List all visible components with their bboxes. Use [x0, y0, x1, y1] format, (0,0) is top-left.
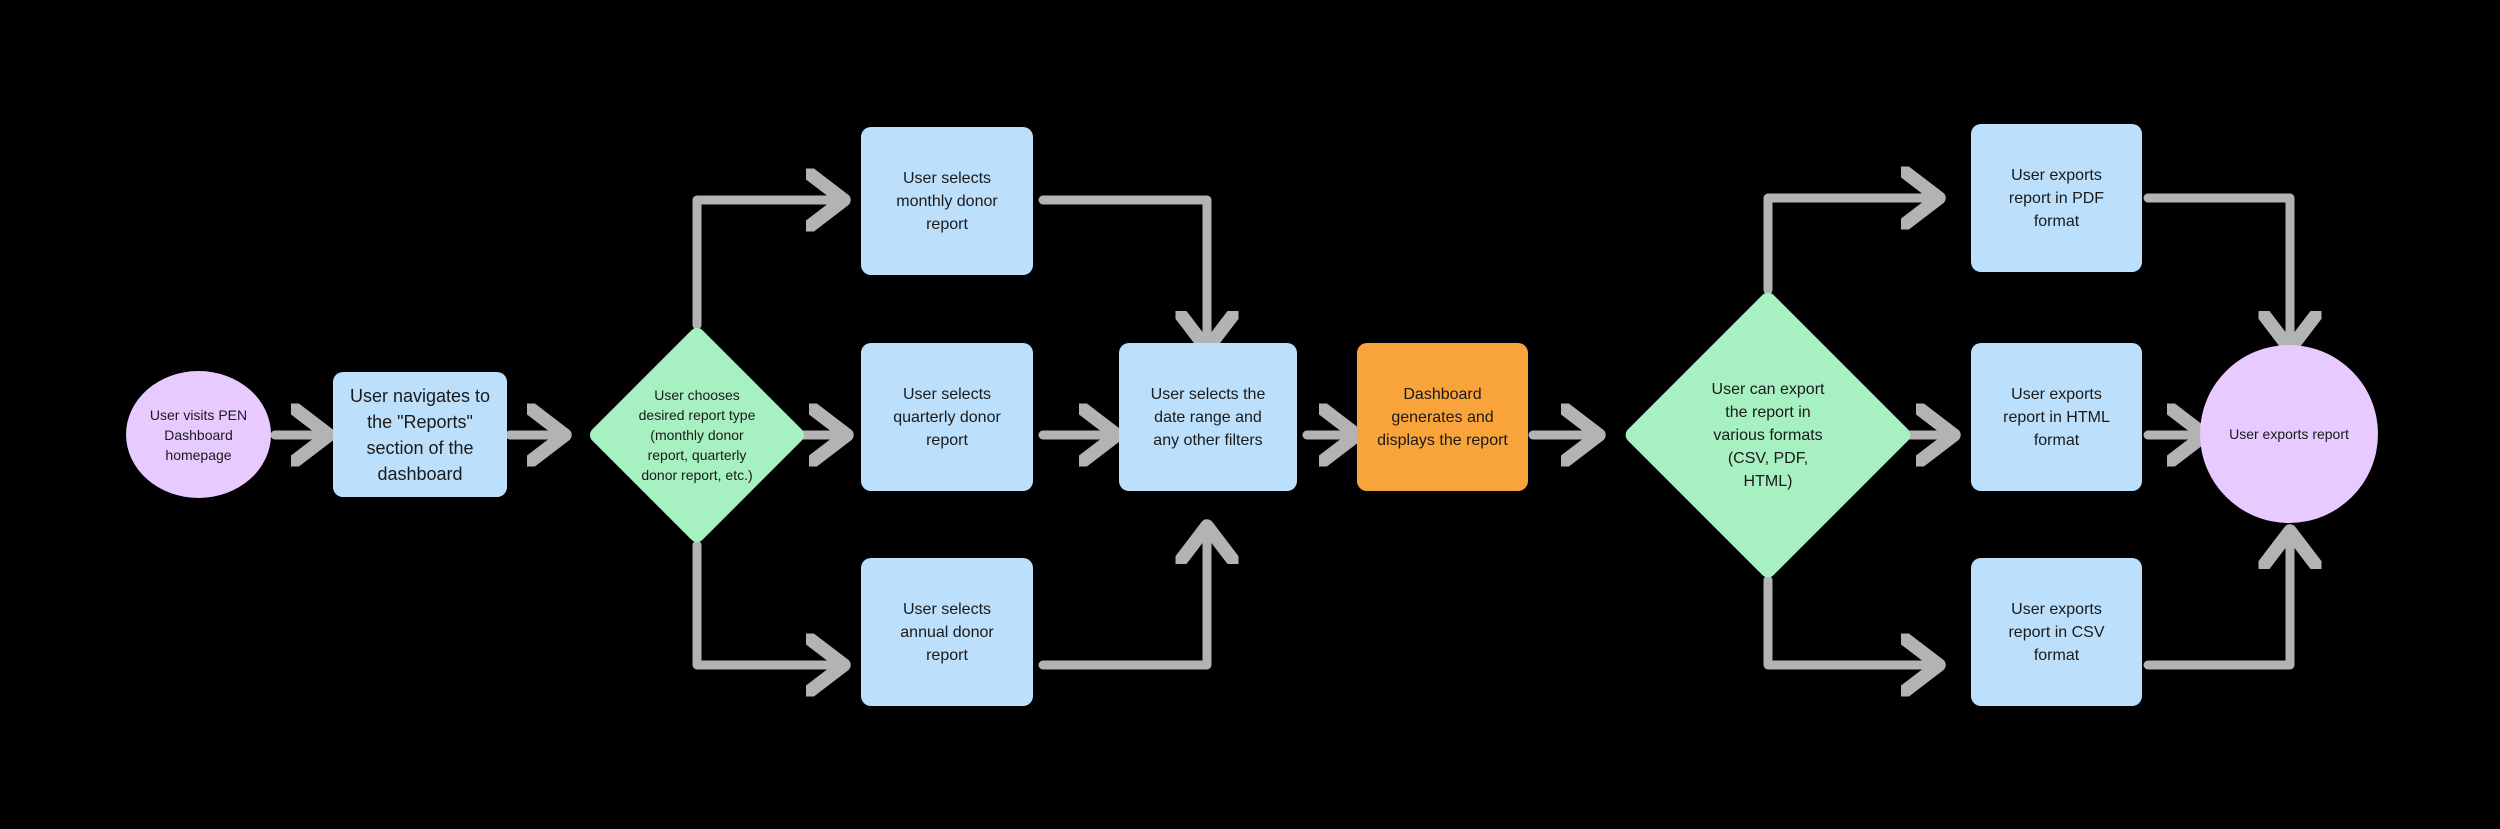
node-export-html-label: User exports report in HTML format — [2003, 385, 2110, 449]
node-export-pdf[interactable]: User exports report in PDF format — [1971, 124, 2142, 272]
node-choose-report-type[interactable]: User chooses desired report type (monthl… — [586, 324, 808, 546]
edge-decision-to-annual — [692, 540, 835, 665]
node-quarterly-report[interactable]: User selects quarterly donor report — [861, 343, 1033, 491]
node-date-range-label: User selects the date range and any othe… — [1150, 385, 1266, 449]
node-start-label: User visits PEN Dashboard homepage — [149, 406, 248, 463]
node-export-csv-label: User exports report in CSV format — [2008, 600, 2105, 664]
node-export-formats-label: User can export the report in various fo… — [1711, 380, 1825, 490]
node-export-html[interactable]: User exports report in HTML format — [1971, 343, 2142, 491]
node-end-label: User exports report — [2229, 426, 2349, 442]
node-dashboard-generates-label: Dashboard generates and displays the rep… — [1377, 385, 1508, 449]
node-monthly-report[interactable]: User selects monthly donor report — [861, 127, 1033, 275]
edge-annual-to-daterange — [1038, 535, 1207, 670]
node-dashboard-generates[interactable]: Dashboard generates and displays the rep… — [1357, 343, 1528, 491]
node-end[interactable]: User exports report — [2200, 345, 2378, 523]
edge-monthly-to-daterange — [1038, 195, 1207, 340]
node-monthly-report-label: User selects monthly donor report — [896, 169, 998, 233]
node-navigate-reports-label: User navigates to the "Reports" section … — [349, 385, 491, 484]
edge-csv-to-end — [2143, 540, 2290, 670]
node-start[interactable]: User visits PEN Dashboard homepage — [126, 371, 271, 498]
edge-decision-to-monthly — [692, 200, 835, 330]
node-choose-report-type-label: User chooses desired report type (monthl… — [638, 387, 756, 483]
node-annual-report-label: User selects annual donor report — [900, 600, 994, 664]
node-date-range[interactable]: User selects the date range and any othe… — [1119, 343, 1297, 491]
node-quarterly-report-label: User selects quarterly donor report — [893, 385, 1001, 449]
edge-pdf-to-end — [2143, 193, 2290, 340]
node-export-formats[interactable]: User can export the report in various fo… — [1622, 289, 1914, 581]
node-annual-report[interactable]: User selects annual donor report — [861, 558, 1033, 706]
node-export-csv[interactable]: User exports report in CSV format — [1971, 558, 2142, 706]
edge-exportdecision-to-csv — [1763, 575, 1930, 665]
node-export-pdf-label: User exports report in PDF format — [2008, 166, 2105, 230]
node-navigate-reports[interactable]: User navigates to the "Reports" section … — [333, 372, 507, 497]
edge-exportdecision-to-pdf — [1763, 198, 1930, 295]
